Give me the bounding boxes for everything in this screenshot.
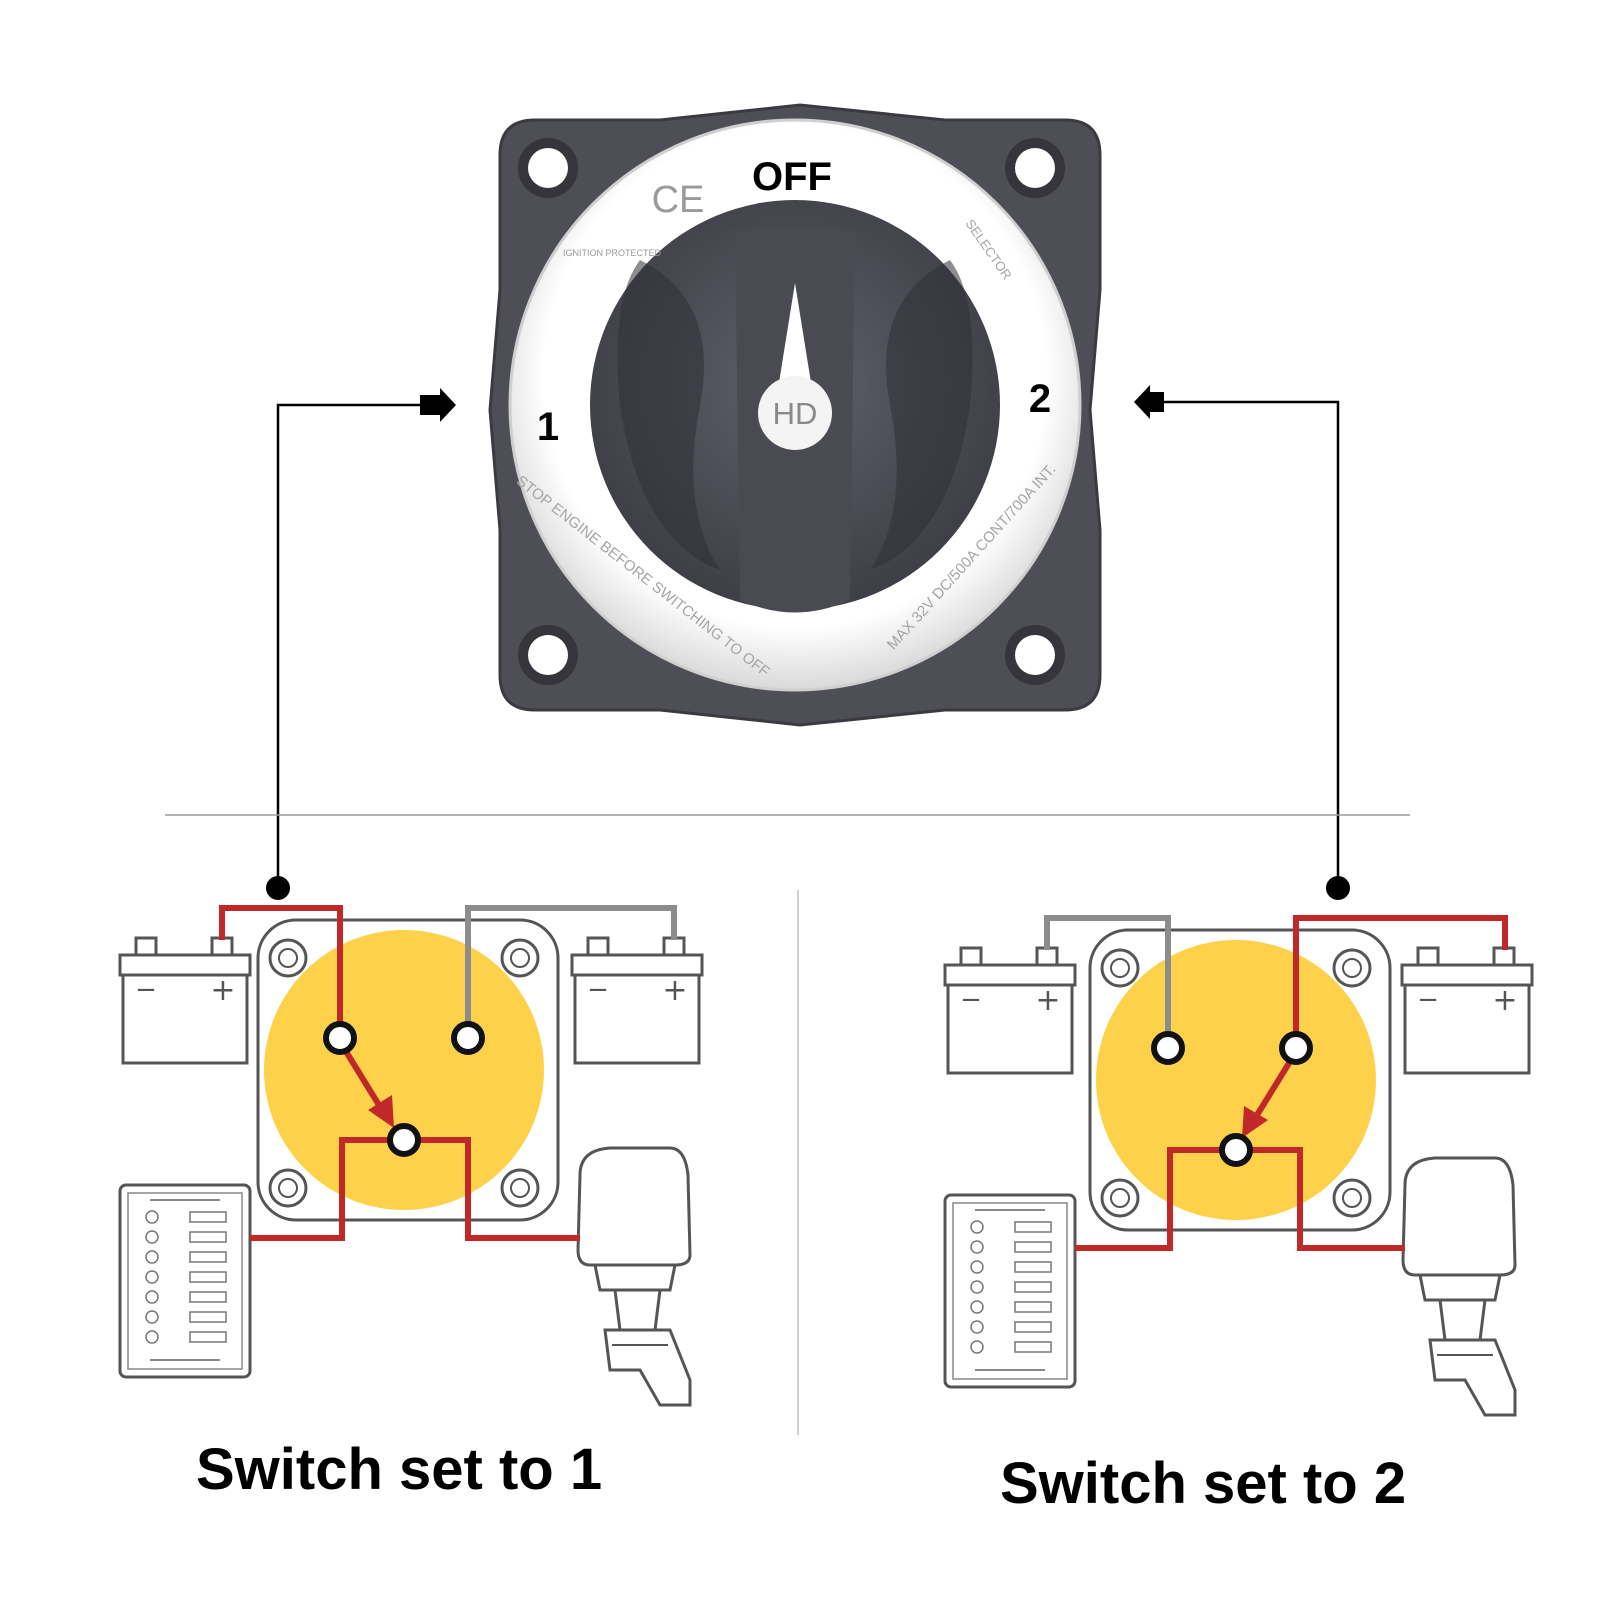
terminal-2 bbox=[451, 1021, 485, 1055]
current-arrow-head bbox=[368, 1095, 394, 1128]
position-1-label: 1 bbox=[537, 405, 559, 449]
outboard-engine bbox=[576, 1146, 692, 1407]
switch-face bbox=[1096, 940, 1376, 1220]
outboard-engine bbox=[1401, 1156, 1517, 1417]
battery-minus-icon: − bbox=[135, 975, 157, 1005]
terminal-common bbox=[387, 1123, 421, 1157]
battery-plus-icon: + bbox=[1035, 983, 1060, 1018]
breaker-panel bbox=[118, 1183, 252, 1379]
current-arrow bbox=[339, 1043, 385, 1112]
terminal-common bbox=[1219, 1133, 1253, 1167]
knob-hub bbox=[758, 376, 832, 450]
breaker-panel bbox=[943, 1193, 1077, 1389]
diagram-position-1: − + − + bbox=[118, 905, 704, 1407]
connector-right bbox=[1134, 385, 1350, 900]
pointer-icon bbox=[777, 283, 813, 395]
wire-battery1-active bbox=[219, 905, 343, 1038]
battery-minus-icon: − bbox=[960, 985, 982, 1015]
battery-minus-icon: − bbox=[1417, 985, 1439, 1015]
mount-hole bbox=[518, 138, 578, 198]
caption-switch-1: Switch set to 1 bbox=[196, 1437, 603, 1502]
ce-mark: CE bbox=[652, 179, 705, 221]
battery-plus-icon: + bbox=[662, 973, 687, 1008]
battery-1: − + bbox=[118, 936, 252, 1065]
connector-left bbox=[266, 388, 456, 900]
wire-battery2-inactive bbox=[465, 905, 677, 1038]
knob-grip-right bbox=[870, 260, 973, 570]
wire-common-to-panel bbox=[1075, 1147, 1236, 1251]
knob-hd-label: HD bbox=[773, 396, 818, 431]
battery-minus-icon: − bbox=[587, 975, 609, 1005]
battery-plus-icon: + bbox=[1492, 983, 1517, 1018]
knob-grip-left bbox=[617, 260, 720, 570]
mount-hole bbox=[518, 625, 578, 685]
battery-2: − + bbox=[570, 936, 704, 1065]
terminal-1 bbox=[1151, 1031, 1185, 1065]
current-arrow bbox=[1251, 1053, 1297, 1122]
battery-plus-icon: + bbox=[210, 973, 235, 1008]
off-label: OFF bbox=[752, 155, 832, 199]
battery-switch-photo: OFF 1 2 HD CE IGNITION PROTECTED SELECTO… bbox=[488, 103, 1102, 727]
battery-2: − + bbox=[1400, 946, 1534, 1075]
mount-hole bbox=[1005, 625, 1065, 685]
ignition-protected-text: IGNITION PROTECTED bbox=[563, 248, 662, 258]
arrow-left-icon bbox=[1134, 385, 1164, 419]
caption-switch-2: Switch set to 2 bbox=[1000, 1451, 1407, 1516]
wire-common-to-panel bbox=[250, 1137, 404, 1241]
wire-battery2-active bbox=[1293, 915, 1508, 1048]
position-2-label: 2 bbox=[1029, 377, 1051, 421]
terminal-1 bbox=[323, 1021, 357, 1055]
current-arrow-head bbox=[1242, 1106, 1268, 1138]
wire-common-to-engine bbox=[1236, 1147, 1405, 1251]
wire-battery1-inactive bbox=[1044, 915, 1171, 1048]
diagram-position-2: − + − + bbox=[943, 915, 1534, 1417]
arrow-right-icon bbox=[420, 388, 456, 422]
connector-dot bbox=[266, 876, 290, 900]
terminal-2 bbox=[1279, 1031, 1313, 1065]
battery-1: − + bbox=[943, 946, 1077, 1075]
connector-dot bbox=[1326, 876, 1350, 900]
switch-face bbox=[264, 930, 544, 1210]
wire-common-to-engine bbox=[404, 1137, 580, 1241]
mount-hole bbox=[1005, 138, 1065, 198]
